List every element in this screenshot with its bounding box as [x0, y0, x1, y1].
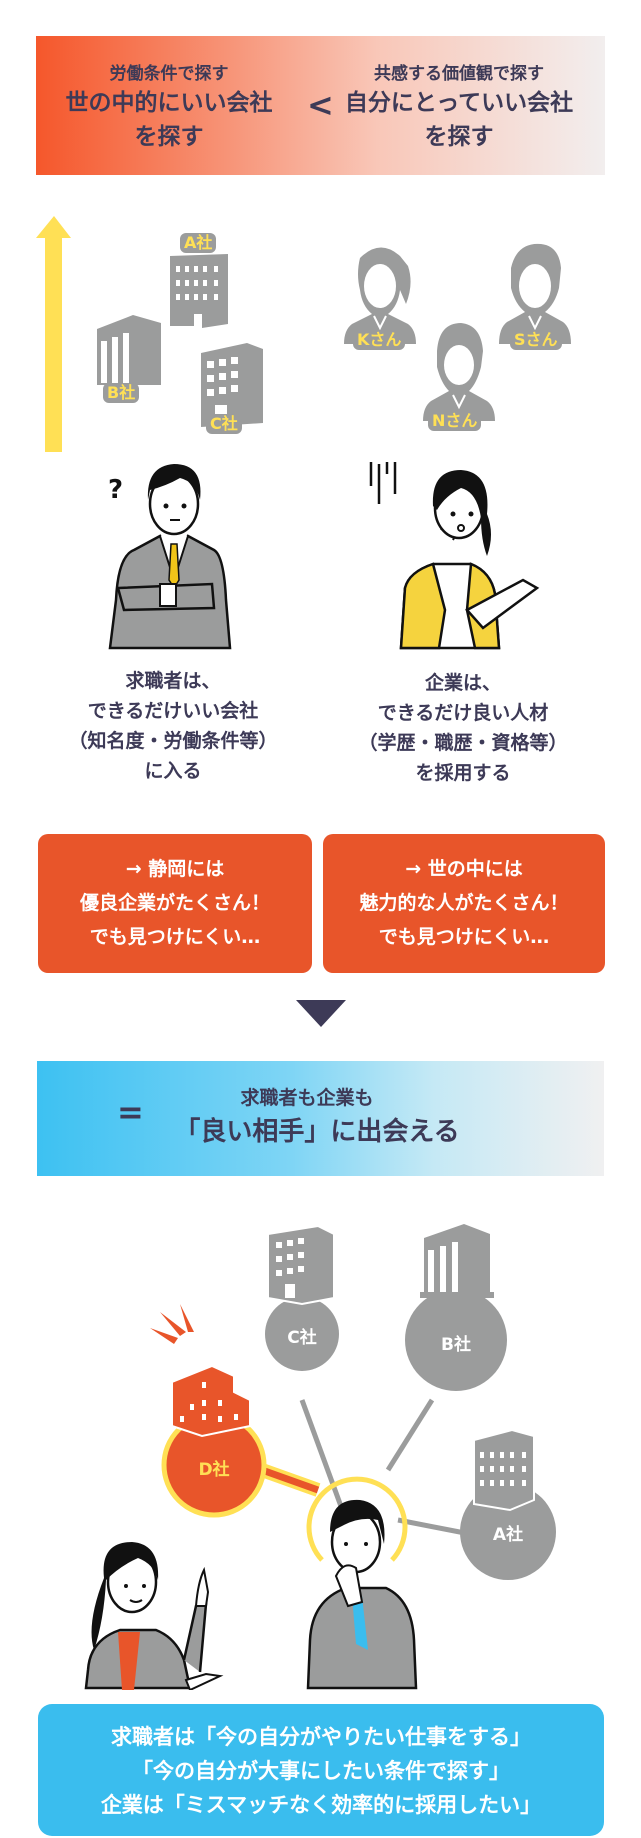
company-b-label: B社 — [103, 383, 140, 403]
result-subtitle: 求職者も企業も — [240, 1087, 374, 1109]
values-search: 共感する価値観で探す 自分にとっていい会社 を探す — [344, 62, 574, 154]
company-c-label: C社 — [206, 414, 242, 434]
node-b-label: B社 — [441, 1335, 471, 1355]
node-c-label: C社 — [287, 1328, 317, 1348]
node-a-label: A社 — [492, 1525, 524, 1545]
building-a-icon — [170, 254, 228, 328]
values-search-title-2: を探す — [424, 124, 494, 150]
summary-line-1: 求職者は「今の自分がやりたい仕事をする」 — [111, 1725, 531, 1749]
job-seeker-caption-line-2: できるだけいい会社 — [87, 700, 259, 722]
company-woman-illustration — [369, 462, 540, 650]
result-banner: = 求職者も企業も 「良い相手」に出会える — [37, 1061, 604, 1176]
job-seeker-man-illustration: ? — [108, 464, 232, 650]
company-caption-line-4: を採用する — [415, 762, 511, 784]
company-caption: 企業は、 できるだけ良い人材 （学歴・職歴・資格等） を採用する — [328, 668, 598, 788]
job-seeker-caption: 求職者は、 できるだけいい会社 （知名度・労働条件等） に入る — [38, 666, 308, 786]
node-d-label: D社 — [198, 1460, 230, 1480]
summary-line-2: 「今の自分が大事にしたい条件で探す」 — [132, 1759, 510, 1783]
company-caption-line-1: 企業は、 — [424, 672, 501, 694]
person-n-label: Nさん — [428, 411, 482, 431]
box-line-1: → 世の中には — [405, 858, 523, 880]
conventional-search-subtitle: 労働条件で探す — [109, 64, 229, 84]
job-seeker-caption-line-3: （知名度・労働条件等） — [68, 730, 278, 752]
job-seeker-caption-line-4: に入る — [144, 760, 202, 782]
company-caption-line-2: できるだけ良い人材 — [377, 702, 549, 724]
box-line-3: でも見つけにくい… — [89, 926, 261, 948]
company-a-label: A社 — [180, 233, 217, 253]
person-k-label: Kさん — [353, 330, 406, 350]
attractive-people-box: → 世の中には 魅力的な人がたくさん！ でも見つけにくい… — [323, 834, 605, 973]
summary-box: 求職者は「今の自分がやりたい仕事をする」 「今の自分が大事にしたい条件で探す」 … — [38, 1704, 604, 1836]
summary-line-3: 企業は「ミスマッチなく効率的に採用したい」 — [100, 1793, 542, 1817]
box-line-2: 魅力的な人がたくさん！ — [359, 892, 569, 914]
building-c-icon — [201, 343, 263, 427]
building-b-icon — [97, 315, 161, 385]
box-line-1: → 静岡には — [125, 858, 225, 880]
conventional-search-title: 世の中的にいい会社 — [65, 90, 273, 116]
job-seeker-caption-line-1: 求職者は、 — [125, 670, 221, 692]
person-s-label: Sさん — [510, 330, 562, 350]
less-than-symbol: < — [307, 86, 334, 124]
person-n-icon — [423, 323, 495, 421]
conventional-search: 労働条件で探す 世の中的にいい会社 を探す — [54, 62, 284, 154]
box-line-3: でも見つけにくい… — [378, 926, 550, 948]
comparison-banner: 労働条件で探す 世の中的にいい会社 を探す < 共感する価値観で探す 自分にとっ… — [36, 36, 605, 175]
equals-symbol: = — [117, 1093, 144, 1131]
down-triangle-icon — [296, 1000, 346, 1027]
values-search-subtitle: 共感する価値観で探す — [374, 64, 544, 84]
shizuoka-companies-box: → 静岡には 優良企業がたくさん！ でも見つけにくい… — [38, 834, 312, 973]
network-diagram — [84, 1224, 556, 1690]
result-title: 「良い相手」に出会える — [174, 1117, 460, 1147]
conventional-search-title-2: を探す — [134, 124, 204, 150]
values-search-title: 自分にとっていい会社 — [344, 90, 574, 116]
person-s-icon — [499, 243, 571, 344]
company-caption-line-3: （学歴・職歴・資格等） — [358, 732, 568, 754]
up-arrow-icon — [36, 216, 71, 452]
person-k-icon — [344, 247, 416, 344]
box-line-2: 優良企業がたくさん！ — [79, 892, 270, 914]
svg-text:?: ? — [108, 475, 123, 505]
